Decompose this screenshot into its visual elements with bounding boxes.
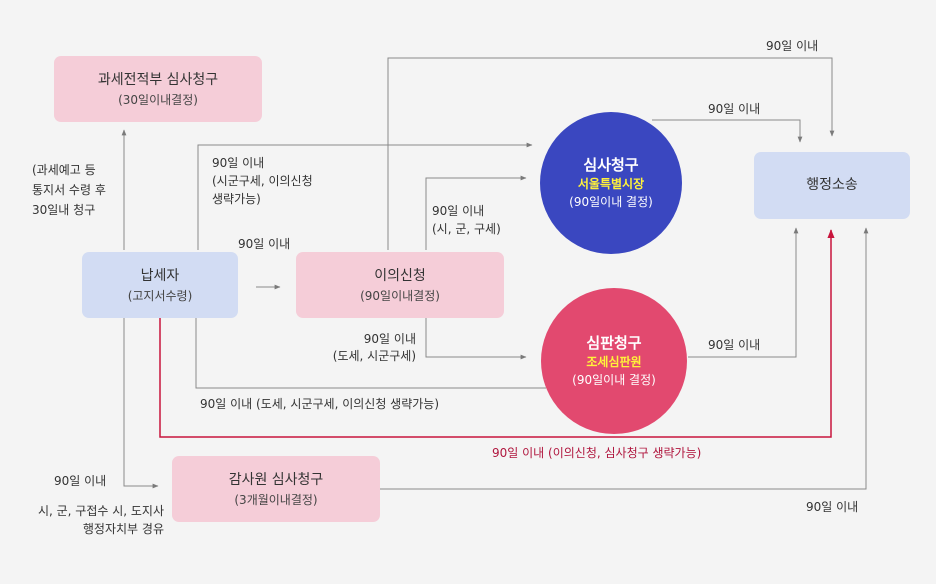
label-to-objection: 90일 이내 xyxy=(238,237,291,251)
label-obj-to-review-line2: (시, 군, 구세) xyxy=(432,222,501,236)
tax-review-title: 과세전적부 심사청구 xyxy=(97,71,219,88)
line-objection-to-review xyxy=(425,175,527,250)
review-request-subtitle: (90일이내 결정) xyxy=(569,194,653,209)
label-to-audit: 90일 이내 xyxy=(54,474,107,488)
label-notice-line1: (과세예고 등 xyxy=(32,163,96,177)
label-notice-line2: 통지서 수령 후 xyxy=(32,183,106,197)
label-trial-suit: 90일 이내 xyxy=(708,338,761,352)
label-review-suit: 90일 이내 xyxy=(708,102,761,116)
trial-request-title: 심판청구 xyxy=(586,333,642,352)
tax-review-box: 과세전적부 심사청구 (30일이내결정) xyxy=(54,56,262,122)
label-audit-route-line1: 시, 군, 구접수 시, 도지사 xyxy=(37,504,164,518)
objection-title: 이의신청 xyxy=(374,267,426,284)
trial-request-org: 조세심판원 xyxy=(586,355,642,370)
audit-subtitle: (3개월이내결정) xyxy=(234,492,318,507)
taxpayer-title: 납세자 xyxy=(140,267,180,284)
label-to-review-line3: 생략가능) xyxy=(212,192,261,206)
label-obj-to-trial-line2: (도세, 시군구세) xyxy=(332,349,416,363)
label-to-trial: 90일 이내 (도세, 시군구세, 이의신청 생략가능) xyxy=(200,397,440,411)
line-objection-to-suit-top xyxy=(387,57,835,250)
label-obj-to-trial-line1: 90일 이내 xyxy=(363,332,416,346)
label-to-review-line1: 90일 이내 xyxy=(212,156,265,170)
label-audit-route-line2: 행정자치부 경유 xyxy=(82,522,164,536)
tax-review-subtitle: (30일이내결정) xyxy=(118,92,198,107)
objection-subtitle: (90일이내결정) xyxy=(360,288,440,303)
label-notice-line3: 30일내 청구 xyxy=(32,203,96,217)
label-audit-suit: 90일 이내 xyxy=(806,500,859,514)
line-taxpayer-to-trial xyxy=(195,318,546,389)
label-to-review-line2: (시군구세, 이의신청 xyxy=(212,174,313,188)
review-request-title: 심사청구 xyxy=(583,155,639,174)
taxpayer-subtitle: (고지서수령) xyxy=(127,288,193,303)
taxpayer-box: 납세자 (고지서수령) xyxy=(82,252,238,318)
line-audit-to-suit xyxy=(380,227,869,490)
label-top-suit: 90일 이내 xyxy=(766,39,819,53)
audit-box: 감사원 심사청구 (3개월이내결정) xyxy=(172,456,380,522)
line-objection-to-trial xyxy=(425,318,527,360)
trial-request-circle: 심판청구 조세심판원 (90일이내 결정) xyxy=(541,288,687,434)
label-direct-suit: 90일 이내 (이의신청, 심사청구 생략가능) xyxy=(492,446,702,460)
trial-request-subtitle: (90일이내 결정) xyxy=(572,372,656,387)
review-request-org: 서울특별시장 xyxy=(577,177,645,192)
line-taxpayer-to-review xyxy=(197,142,533,250)
line-trial-to-suit xyxy=(688,227,799,358)
objection-box: 이의신청 (90일이내결정) xyxy=(296,252,504,318)
audit-title: 감사원 심사청구 xyxy=(228,471,324,488)
admin-suit-box: 행정소송 xyxy=(754,152,910,219)
line-review-to-suit xyxy=(652,119,803,143)
review-request-circle: 심사청구 서울특별시장 (90일이내 결정) xyxy=(540,112,682,254)
line-taxpayer-to-suit-direct xyxy=(159,229,835,438)
line-taxpayer-to-audit xyxy=(123,318,159,489)
label-obj-to-review-line1: 90일 이내 xyxy=(432,204,485,218)
admin-suit-title: 행정소송 xyxy=(806,177,858,193)
